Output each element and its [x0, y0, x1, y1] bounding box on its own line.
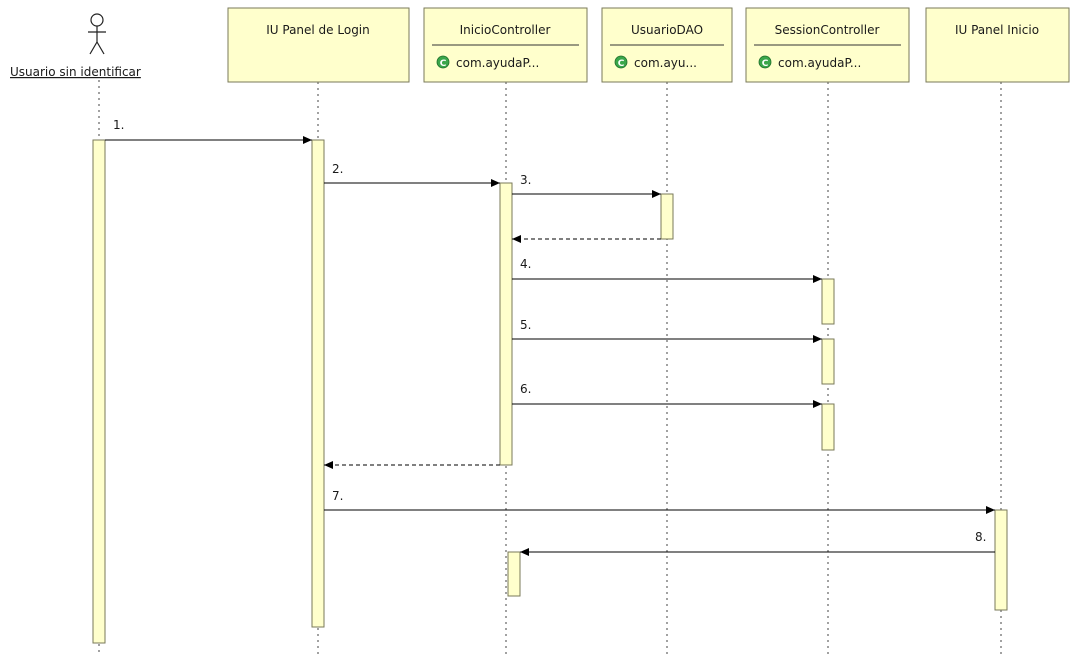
- class-icon: [614, 55, 628, 69]
- arrowhead-icon: [813, 335, 822, 343]
- actor-usuario[interactable]: Usuario sin identificar: [10, 13, 141, 79]
- activations-layer: [92, 139, 1008, 644]
- participant-box: [227, 7, 410, 83]
- arrowhead-icon: [813, 400, 822, 408]
- message-2[interactable]: 2.: [324, 162, 500, 187]
- message-label: 4.: [520, 257, 531, 271]
- lifelines-layer: [98, 80, 1002, 655]
- message-return-7[interactable]: [324, 461, 500, 469]
- activation-inicio-8: [507, 551, 521, 597]
- activation-actor-0: [92, 139, 106, 644]
- participant-dao[interactable]: UsuarioDAO C com.ayu...: [601, 7, 733, 83]
- participant-name: IU Panel de Login: [266, 23, 370, 37]
- participant-name: IU Panel Inicio: [955, 23, 1039, 37]
- activation-session-6: [821, 403, 835, 451]
- message-7[interactable]: 7.: [324, 489, 995, 514]
- arrowhead-icon: [512, 235, 521, 243]
- message-label: 3.: [520, 173, 531, 187]
- message-label: 1.: [113, 118, 124, 132]
- actor-label: Usuario sin identificar: [10, 65, 141, 79]
- activation-session-4: [821, 278, 835, 325]
- message-label: 2.: [332, 162, 343, 176]
- class-icon: [436, 55, 450, 69]
- actor-leg-right: [96, 41, 105, 55]
- participant-panel[interactable]: IU Panel Inicio: [925, 7, 1070, 83]
- actor-leg-left: [89, 41, 98, 55]
- message-6[interactable]: 6.: [512, 382, 822, 408]
- message-label: 6.: [520, 382, 531, 396]
- participant-package: com.ayu...: [634, 56, 697, 70]
- participant-session[interactable]: SessionController C com.ayudaP...: [745, 7, 910, 83]
- participant-name: SessionController: [775, 23, 880, 37]
- messages-layer: 1. 2. 3. 4. 5. 6. 7. 8.: [105, 118, 995, 556]
- participant-inicio[interactable]: InicioController C com.ayudaP...: [423, 7, 588, 83]
- participant-name: UsuarioDAO: [631, 23, 703, 37]
- participant-box: [925, 7, 1070, 83]
- class-icon-letter: C: [762, 59, 769, 69]
- arrowhead-icon: [813, 275, 822, 283]
- participant-package: com.ayudaP...: [778, 56, 861, 70]
- activation-panel-7: [994, 509, 1008, 611]
- class-icon: [758, 55, 772, 69]
- message-4[interactable]: 4.: [512, 257, 822, 283]
- arrowhead-icon: [986, 506, 995, 514]
- arrowhead-icon: [491, 179, 500, 187]
- message-return-3[interactable]: [512, 235, 661, 243]
- arrowhead-icon: [652, 190, 661, 198]
- actor-head-icon: [90, 13, 104, 27]
- message-3[interactable]: 3.: [512, 173, 661, 198]
- activation-login-1: [311, 139, 325, 628]
- participant-name: InicioController: [460, 23, 551, 37]
- activation-inicio-2: [499, 182, 513, 466]
- message-label: 8.: [975, 530, 986, 544]
- arrowhead-icon: [520, 548, 529, 556]
- class-icon-letter: C: [618, 59, 625, 69]
- message-5[interactable]: 5.: [512, 318, 822, 343]
- activation-dao-3: [660, 193, 674, 240]
- participant-login[interactable]: IU Panel de Login: [227, 7, 410, 83]
- participant-package: com.ayudaP...: [456, 56, 539, 70]
- class-icon-letter: C: [440, 59, 447, 69]
- message-label: 7.: [332, 489, 343, 503]
- message-1[interactable]: 1.: [105, 118, 312, 144]
- arrowhead-icon: [324, 461, 333, 469]
- message-label: 5.: [520, 318, 531, 332]
- message-8[interactable]: 8.: [520, 530, 995, 556]
- arrowhead-icon: [303, 136, 312, 144]
- activation-session-5: [821, 338, 835, 385]
